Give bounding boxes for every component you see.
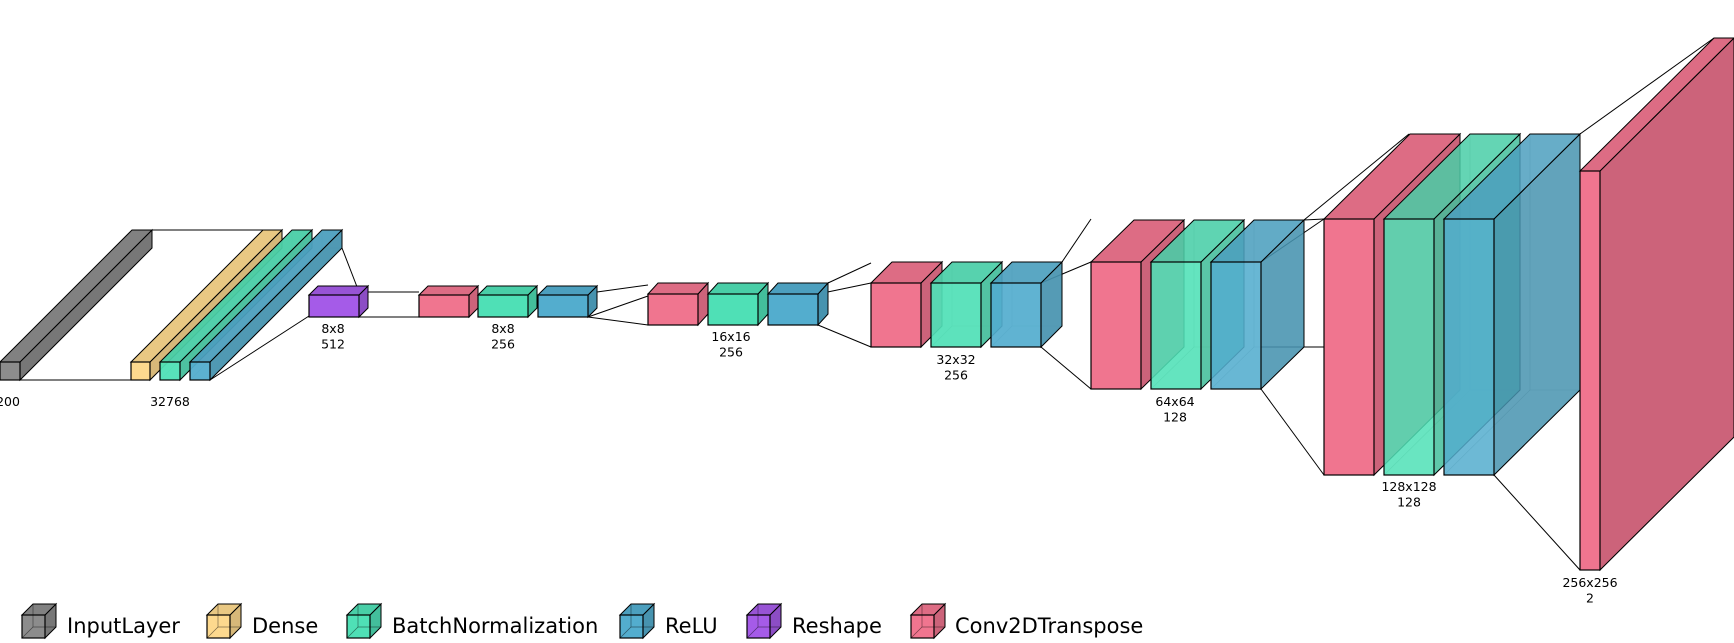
dense-relu-box bbox=[188, 228, 344, 382]
c32-c64-top bbox=[1061, 218, 1092, 263]
block-conv-8-label-1: 256 bbox=[491, 337, 515, 352]
dense-reshape-3 bbox=[341, 247, 360, 293]
conv32-relu-box bbox=[989, 260, 1064, 349]
legend-item-batchnormalization: BatchNormalization bbox=[345, 602, 598, 640]
c8-c16-top bbox=[596, 284, 649, 293]
output-box bbox=[1578, 37, 1734, 572]
legend-cube-icon bbox=[205, 602, 243, 640]
c8-c16-mid bbox=[587, 295, 649, 318]
c64-c128-bottom bbox=[1260, 388, 1325, 476]
conv16-relu-box bbox=[766, 281, 830, 327]
legend-item-inputlayer: InputLayer bbox=[20, 602, 180, 640]
c8-c16-bottom bbox=[587, 316, 649, 326]
conv64-relu-box bbox=[1209, 218, 1306, 391]
legend: InputLayer Dense BatchNormalization ReLU Res… bbox=[20, 602, 1143, 640]
block-reshape-label-1: 512 bbox=[321, 337, 345, 352]
input-layer-box bbox=[0, 228, 154, 382]
block-conv-64-label-1: 128 bbox=[1163, 410, 1187, 425]
legend-item-conv2dtranspose: Conv2DTranspose bbox=[909, 602, 1143, 640]
block-conv-32-label-1: 256 bbox=[944, 368, 968, 383]
conv8-bn-box bbox=[476, 284, 539, 319]
block-conv-16-label-1: 256 bbox=[719, 345, 743, 360]
block-reshape-label-0: 8x8 bbox=[321, 321, 344, 336]
block-output-label-0: 256x256 bbox=[1562, 575, 1617, 590]
legend-label: InputLayer bbox=[67, 614, 180, 638]
c128-out-bottom bbox=[1493, 474, 1581, 571]
legend-item-relu: ReLU bbox=[618, 602, 718, 640]
legend-label: Reshape bbox=[792, 614, 882, 638]
conv128-relu-box bbox=[1442, 132, 1582, 477]
block-conv-128-label-1: 128 bbox=[1397, 495, 1421, 510]
block-conv-8-label-0: 8x8 bbox=[491, 321, 514, 336]
dense-reshape-1 bbox=[209, 315, 310, 381]
legend-cube-icon bbox=[745, 602, 783, 640]
block-conv-64-label-0: 64x64 bbox=[1155, 394, 1194, 409]
c32-c64-bottom bbox=[1040, 346, 1092, 390]
legend-label: ReLU bbox=[665, 614, 718, 638]
conv8-relu-box bbox=[536, 284, 599, 319]
conv8-box bbox=[417, 284, 480, 319]
block-dense-label-0: 32768 bbox=[150, 394, 190, 409]
c128-out-top bbox=[1579, 37, 1715, 135]
conv16-bn-box bbox=[706, 281, 770, 327]
dense-bn-box bbox=[158, 228, 314, 382]
c16-c32-bottom bbox=[817, 324, 872, 348]
legend-label: Dense bbox=[252, 614, 318, 638]
c16-c32-top bbox=[827, 262, 872, 284]
legend-cube-icon bbox=[909, 602, 947, 640]
block-conv-128-label-0: 128x128 bbox=[1381, 479, 1436, 494]
legend-cube-icon bbox=[20, 602, 58, 640]
c64-c128-a bbox=[1303, 133, 1410, 221]
block-conv-32-label-0: 32x32 bbox=[936, 352, 975, 367]
conv16-box bbox=[646, 281, 710, 327]
c64-c128-top bbox=[1303, 218, 1325, 221]
legend-cube-icon bbox=[345, 602, 383, 640]
block-conv-16-label-0: 16x16 bbox=[711, 329, 750, 344]
layer-boxes bbox=[0, 37, 1734, 572]
legend-label: Conv2DTranspose bbox=[955, 614, 1143, 638]
legend-item-dense: Dense bbox=[205, 602, 318, 640]
legend-label: BatchNormalization bbox=[392, 614, 598, 638]
block-input-label-0: 200 bbox=[0, 394, 20, 409]
reshape-box bbox=[307, 284, 370, 319]
legend-item-reshape: Reshape bbox=[745, 602, 882, 640]
legend-cube-icon bbox=[618, 602, 656, 640]
block-output-label-1: 2 bbox=[1586, 591, 1594, 606]
